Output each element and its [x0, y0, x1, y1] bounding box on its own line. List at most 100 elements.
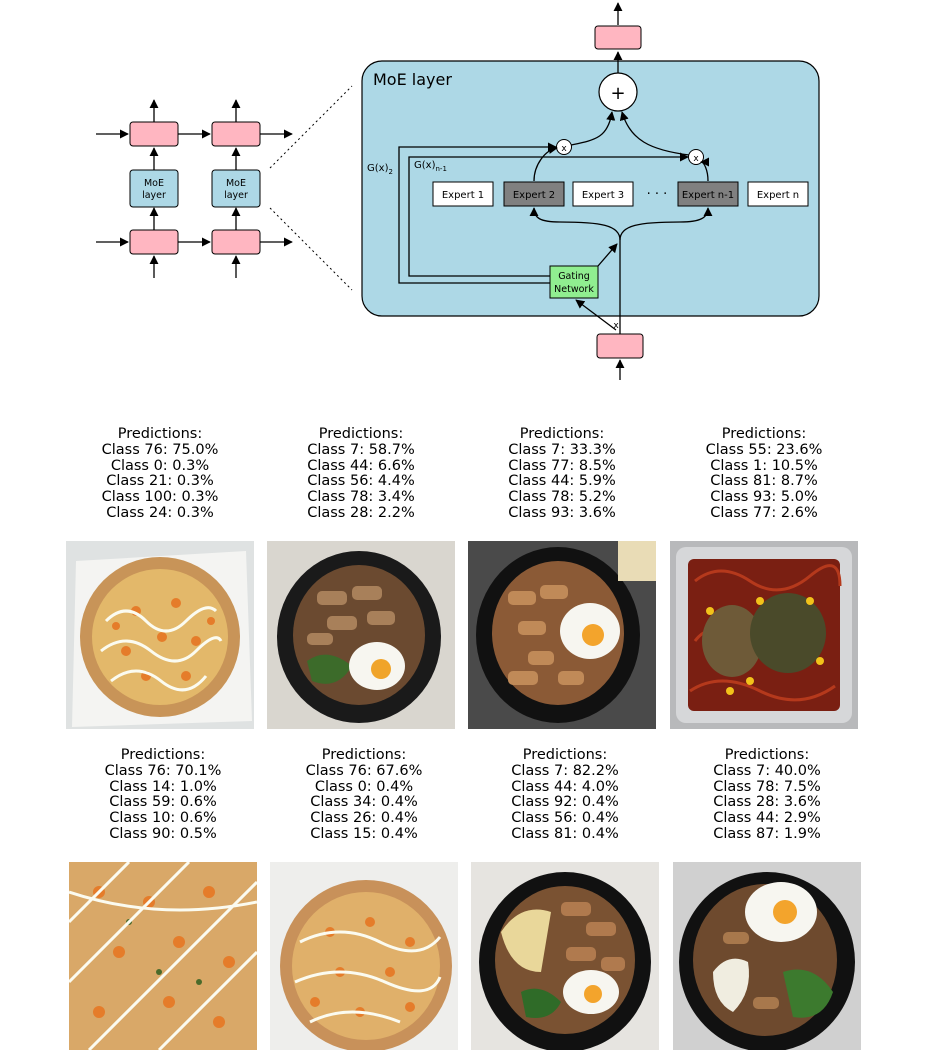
prediction-header: Predictions:	[724, 747, 810, 763]
rice-bowl-photo	[468, 541, 656, 729]
prediction-line: Class 44: 4.0%	[511, 778, 619, 795]
prediction-line: Class 0: 0.4%	[314, 778, 414, 795]
small-moe-label: layer	[142, 190, 166, 201]
prediction-line: Class 90: 0.5%	[109, 825, 217, 842]
rice-bowl-photo	[267, 541, 455, 729]
prediction-line: Class 14: 1.0%	[109, 778, 217, 795]
gating-network-box	[549, 265, 599, 299]
prediction-line: Class 100: 0.3%	[101, 489, 219, 506]
zoom-line	[269, 207, 353, 291]
prediction-line: Class 93: 5.0%	[710, 489, 818, 506]
pizza-photo	[69, 862, 257, 1050]
prediction-block: Predictions: Class 76: 67.6% Class 0: 0.…	[270, 747, 458, 843]
prediction-line: Class 77: 8.5%	[508, 457, 616, 474]
multiply-symbol: x	[561, 144, 567, 154]
prediction-line: Class 55: 23.6%	[705, 441, 823, 458]
input-x-symbol: x	[613, 321, 619, 331]
prediction-line: Class 44: 2.9%	[713, 810, 821, 827]
gate-label: G(x)2	[367, 163, 393, 176]
gating-label: Gating	[558, 271, 590, 282]
expert-ellipsis: · · ·	[647, 187, 668, 202]
prediction-block: Predictions: Class 7: 40.0% Class 78: 7.…	[673, 747, 861, 843]
prediction-header: Predictions:	[318, 426, 404, 442]
output-token-box	[594, 25, 642, 50]
prediction-line: Class 56: 4.4%	[307, 473, 415, 490]
rice-bowl-photo	[471, 862, 659, 1050]
moe-layer-title: MoE layer	[373, 70, 452, 89]
rice-bowl-photo	[673, 862, 861, 1050]
gate-weight-line	[408, 152, 689, 277]
gating-label: Network	[554, 284, 594, 295]
prediction-line: Class 26: 0.4%	[310, 810, 418, 827]
prediction-line: Class 0: 0.3%	[110, 457, 210, 474]
prediction-line: Class 76: 70.1%	[104, 762, 222, 779]
gate-label: G(x)n-1	[414, 160, 447, 173]
small-moe-layer-box	[211, 169, 261, 208]
sum-node	[598, 72, 638, 112]
prediction-line: Class 28: 2.2%	[307, 504, 415, 521]
zoom-line	[269, 85, 353, 169]
pasta-tray-photo	[670, 541, 858, 729]
prediction-line: Class 87: 1.9%	[713, 825, 821, 842]
prediction-header: Predictions:	[522, 747, 608, 763]
prediction-line: Class 76: 75.0%	[101, 441, 219, 458]
prediction-line: Class 7: 33.3%	[508, 441, 616, 458]
prediction-line: Class 78: 5.2%	[508, 489, 616, 506]
plus-symbol: +	[610, 83, 625, 104]
prediction-line: Class 56: 0.4%	[511, 810, 619, 827]
prediction-line: Class 15: 0.4%	[310, 825, 418, 842]
token-box	[129, 229, 179, 255]
expert-label: Expert 1	[442, 190, 484, 201]
small-moe-layer-box	[129, 169, 179, 208]
prediction-line: Class 44: 6.6%	[307, 457, 415, 474]
expert-label: Expert n	[757, 190, 799, 201]
prediction-line: Class 1: 10.5%	[710, 457, 818, 474]
mini-transformer-stack: MoE layer MoE layer	[96, 99, 293, 278]
multiply-symbol: x	[693, 154, 699, 164]
prediction-line: Class 34: 0.4%	[310, 794, 418, 811]
prediction-block: Predictions: Class 55: 23.6% Class 1: 10…	[670, 426, 858, 522]
prediction-line: Class 76: 67.6%	[305, 762, 423, 779]
small-moe-label: MoE	[226, 178, 246, 189]
prediction-block: Predictions: Class 76: 75.0% Class 0: 0.…	[66, 426, 254, 522]
prediction-line: Class 24: 0.3%	[106, 504, 214, 521]
moe-architecture-diagram: MoE layer MoE layer MoE layer + x x Expe…	[96, 2, 820, 380]
prediction-line: Class 77: 2.6%	[710, 504, 818, 521]
expert-label: Expert 3	[582, 190, 624, 201]
prediction-header: Predictions:	[321, 747, 407, 763]
prediction-header: Predictions:	[519, 426, 605, 442]
prediction-line: Class 59: 0.6%	[109, 794, 217, 811]
prediction-header: Predictions:	[721, 426, 807, 442]
expert-label: Expert 2	[513, 190, 555, 201]
prediction-block: Predictions: Class 76: 70.1% Class 14: 1…	[69, 747, 257, 843]
prediction-header: Predictions:	[117, 426, 203, 442]
pizza-photo	[270, 862, 458, 1050]
expert-label: Expert n-1	[682, 190, 734, 201]
prediction-block: Predictions: Class 7: 82.2% Class 44: 4.…	[471, 747, 659, 843]
token-box	[129, 121, 179, 147]
prediction-line: Class 7: 40.0%	[713, 762, 821, 779]
small-moe-label: layer	[224, 190, 248, 201]
expert-box-active	[677, 181, 739, 207]
prediction-line: Class 81: 8.7%	[710, 473, 818, 490]
prediction-line: Class 92: 0.4%	[511, 794, 619, 811]
prediction-line: Class 10: 0.6%	[109, 810, 217, 827]
prediction-line: Class 21: 0.3%	[106, 473, 214, 490]
expert-box-active	[503, 181, 565, 207]
token-box	[211, 121, 261, 147]
prediction-line: Class 78: 3.4%	[307, 489, 415, 506]
prediction-line: Class 44: 5.9%	[508, 473, 616, 490]
prediction-block: Predictions: Class 7: 58.7% Class 44: 6.…	[267, 426, 455, 522]
prediction-block: Predictions: Class 7: 33.3% Class 77: 8.…	[468, 426, 656, 522]
expert-box	[432, 181, 494, 207]
prediction-line: Class 7: 58.7%	[307, 441, 415, 458]
expert-box	[572, 181, 634, 207]
small-moe-label: MoE	[144, 178, 164, 189]
prediction-line: Class 81: 0.4%	[511, 825, 619, 842]
prediction-line: Class 7: 82.2%	[511, 762, 619, 779]
token-box	[211, 229, 261, 255]
prediction-line: Class 78: 7.5%	[713, 778, 821, 795]
gate-weight-line	[398, 142, 557, 284]
prediction-line: Class 28: 3.6%	[713, 794, 821, 811]
prediction-header: Predictions:	[120, 747, 206, 763]
